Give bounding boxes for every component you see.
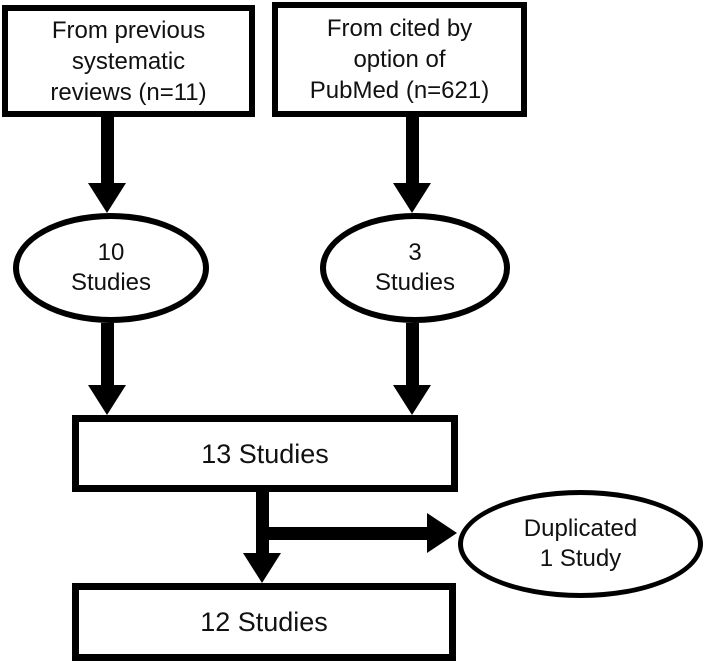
node-text-line: From cited by [326,15,473,42]
arrow-head-icon [88,183,126,213]
arrow-shaft [256,492,269,553]
box-13-studies: 13 Studies [72,415,458,492]
arrow-shaft [101,116,114,184]
box-from-cited-by: From cited by option of PubMed (n=621) [272,2,527,117]
node-text-line: Studies [374,269,456,296]
box-12-studies: 12 Studies [72,583,456,661]
arrow-head-icon [88,385,126,415]
arrow-head-icon [243,553,281,583]
node-text-line: option of [353,46,446,73]
arrow-shaft [406,116,419,184]
node-text-line: 10 [97,239,125,266]
node-text-line: 3 [408,239,422,266]
ellipse-3-studies: 3 Studies [320,213,510,323]
arrow-shaft [101,323,114,385]
node-text-line: systematic [71,47,186,75]
node-text-line: 1 Study [539,545,622,572]
arrow-head-icon [393,183,431,213]
arrow-head-icon [427,513,457,553]
ellipse-duplicated: Duplicated 1 Study [458,490,703,598]
node-text-line: 13 Studies [201,438,329,469]
arrow-head-icon [393,385,431,415]
node-text-line: PubMed (n=621) [309,77,490,104]
node-text-line: Studies [70,269,152,296]
node-text-line: From previous [51,16,206,44]
ellipse-10-studies: 10 Studies [13,213,209,323]
node-text-line: Duplicated [523,515,638,542]
arrow-shaft [262,527,427,540]
box-from-previous-reviews: From previous systematic reviews (n=11) [2,5,255,117]
arrow-shaft [406,323,419,385]
node-text-line: 12 Studies [200,607,328,637]
node-text-line: reviews (n=11) [50,78,207,106]
